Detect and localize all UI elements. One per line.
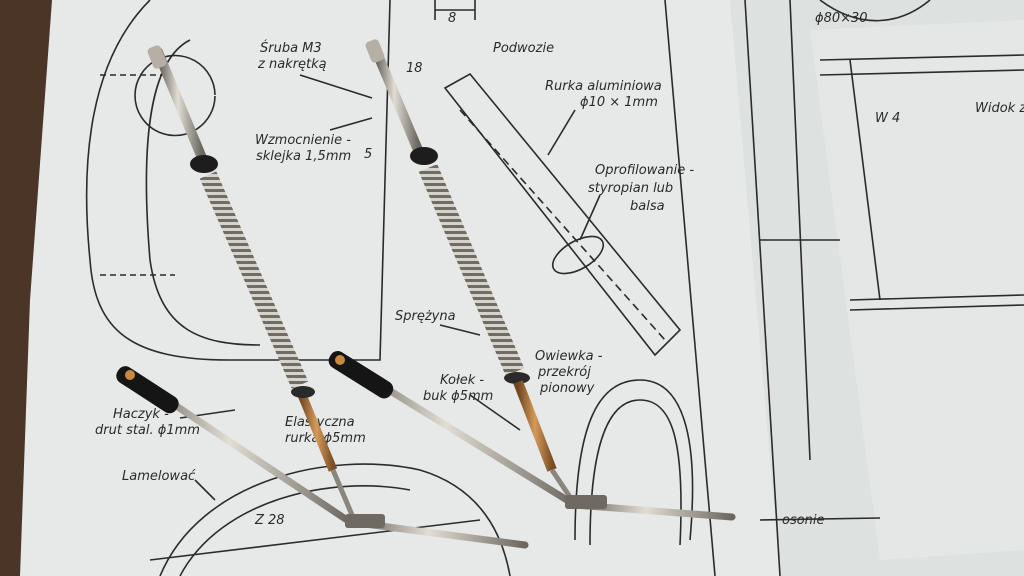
- label-5: 5: [364, 147, 372, 162]
- label-w4: W 4: [875, 111, 900, 126]
- landing-strut-left: [147, 45, 358, 523]
- label-z28: Z 28: [254, 513, 285, 528]
- label-sruba-1: Śruba M3: [260, 40, 322, 56]
- label-elastyczna-1: Elastyczna: [285, 415, 355, 430]
- label-kolek-2: buk ϕ5mm: [423, 389, 493, 404]
- blueprint-labels: 8 Podwozie Śruba M3 z nakrętką 18 Wzmocn…: [95, 11, 1024, 528]
- label-haczyk-2: drut stal. ϕ1mm: [95, 423, 200, 438]
- label-phi80x30: ϕ80×30: [815, 11, 868, 26]
- label-wzmocnienie-2: sklejka 1,5mm: [256, 149, 351, 164]
- label-owiewka-2: przekrój: [537, 365, 591, 380]
- label-sruba-2: z nakrętką: [257, 57, 327, 72]
- blueprint-drawing: [85, 0, 1024, 576]
- label-podwozie: Podwozie: [493, 41, 554, 56]
- label-dim-8: 8: [448, 11, 456, 26]
- label-rurka-2: ϕ10 × 1mm: [580, 95, 658, 110]
- label-elastyczna-2: rurka ϕ5mm: [285, 431, 366, 446]
- wire-leg-left: [116, 366, 529, 549]
- label-oprofilowanie-3: balsa: [630, 199, 665, 214]
- label-widok: Widok z: [975, 101, 1024, 116]
- label-owiewka-1: Owiewka -: [535, 349, 603, 364]
- label-wzmocnienie-1: Wzmocnienie -: [255, 133, 351, 148]
- landing-strut-right: [365, 39, 575, 502]
- label-rurka-1: Rurka aluminiowa: [545, 79, 662, 94]
- label-lamelowac: Lamelować: [122, 469, 196, 484]
- label-18: 18: [406, 61, 423, 76]
- label-oprofilowanie-1: Oprofilowanie -: [595, 163, 694, 178]
- third-sheet: [810, 20, 1024, 560]
- label-kolek-1: Kołek -: [440, 373, 484, 388]
- label-sprezyna: Sprężyna: [395, 309, 456, 324]
- label-haczyk-1: Haczyk -: [113, 407, 169, 422]
- wire-leg-right: [328, 351, 736, 521]
- label-oprofilowanie-2: styropian lub: [588, 181, 673, 196]
- label-owiewka-3: pionowy: [539, 381, 595, 396]
- label-osonie: osonie: [782, 513, 825, 528]
